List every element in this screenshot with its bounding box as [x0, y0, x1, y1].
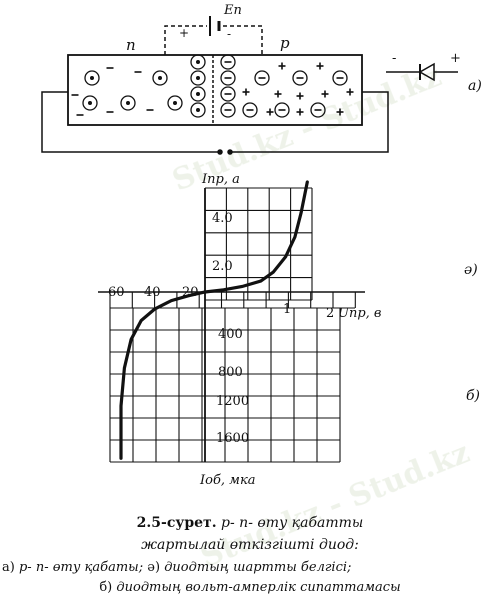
hole-carrier [266, 108, 274, 116]
battery-label: Eп [223, 3, 242, 18]
diode-minus-label: - [392, 51, 396, 66]
figure-title-line2: жартылай өткізгішті диод: [141, 537, 359, 553]
circuit-wire [41, 91, 218, 153]
switch-contact-right [227, 149, 233, 155]
figure-caption-title: 2.5-сурет. p- n- өту қабатты [0, 515, 500, 531]
donor-ion-carrier [190, 102, 206, 118]
hole-carrier [274, 90, 282, 98]
tick-label-20: 20 [182, 285, 199, 300]
acceptor-ion-carrier [292, 70, 308, 86]
semiconductor-block [67, 54, 363, 126]
caption-a-text: p- n- өту қабаты; [18, 560, 144, 575]
donor-ion-carrier [190, 54, 206, 70]
hole-carrier [278, 62, 286, 70]
chart-grid [98, 187, 365, 463]
diode-plus-label: + [450, 51, 461, 66]
vi-chart: Iпр, а 4.0 2.0 60 40 20 1 2 Uпр, в 400 8… [98, 172, 381, 488]
acceptor-ion-carrier [310, 102, 326, 118]
hole-carrier [316, 62, 324, 70]
tick-label-4: 4.0 [212, 211, 233, 226]
caption-b-prefix: б) [99, 580, 113, 595]
caption-item-b: б) диодтың вольт-амперлік сипаттамасы [0, 580, 500, 595]
tick-label-60: 60 [108, 285, 125, 300]
tick-label-40: 40 [144, 285, 161, 300]
donor-ion-carrier [82, 95, 98, 111]
tick-label-1200: 1200 [216, 394, 249, 409]
caption-ae-prefix: ә) [147, 560, 161, 575]
label-ae: ә) [464, 262, 478, 278]
watermark: Stud.kz - Stud.kz Stud.kz - Stud.kz [168, 59, 475, 575]
diode-symbol [386, 62, 458, 82]
donor-ion-carrier [120, 95, 136, 111]
acceptor-ion-carrier [332, 70, 348, 86]
acceptor-ion-carrier [220, 54, 236, 70]
hole-carrier [242, 88, 250, 96]
figure-number: 2.5-сурет. [136, 515, 217, 531]
acceptor-ion-carrier [220, 86, 236, 102]
acceptor-ion-carrier [220, 102, 236, 118]
n-region-label: n [126, 36, 136, 54]
vi-curve [119, 180, 309, 460]
hole-carrier [346, 88, 354, 96]
charge-carriers [71, 54, 354, 118]
caption-ae-text: диодтың шартты белгісі; [164, 560, 352, 575]
donor-ion-carrier [84, 70, 100, 86]
battery-plus-sign: + [179, 26, 189, 40]
caption-b-text: диодтың вольт-амперлік сипаттамасы [116, 580, 401, 595]
circuit-wire-right [232, 91, 389, 153]
battery-minus-sign: - [227, 27, 231, 41]
tick-label-800: 800 [218, 365, 243, 380]
hole-carrier [321, 90, 329, 98]
hole-carrier [336, 108, 344, 116]
acceptor-ion-carrier [220, 70, 236, 86]
donor-ion-carrier [190, 70, 206, 86]
x-axis-label-forward: Uпр, в [338, 306, 381, 321]
acceptor-ion-carrier [274, 102, 290, 118]
label-a: а) [468, 78, 482, 94]
y-axis-label-forward: Iпр, а [201, 172, 240, 187]
hole-carrier [296, 92, 304, 100]
donor-ion-carrier [190, 86, 206, 102]
caption-items-a-ae: а) p- n- өту қабаты; ә) диодтың шартты б… [2, 560, 498, 575]
tick-label-400: 400 [218, 327, 243, 342]
donor-ion-carrier [152, 70, 168, 86]
caption-a-prefix: а) [2, 560, 15, 575]
tick-label-2: 2.0 [212, 259, 233, 274]
battery-lead-right [223, 25, 263, 55]
tick-label-2v: 2 [326, 306, 334, 321]
label-b: б) [466, 388, 480, 404]
junction-labels: Eп n p + - [126, 3, 290, 54]
p-region-label: p [280, 34, 290, 52]
battery-lead-left [164, 25, 207, 55]
watermark-text-2: Stud.kz - Stud.kz [196, 435, 475, 575]
pn-junction [41, 16, 389, 155]
acceptor-ion-carrier [254, 70, 270, 86]
hole-carrier [296, 108, 304, 116]
tick-label-1600: 1600 [216, 431, 249, 446]
figure-title-line1: p- n- өту қабатты [221, 515, 364, 531]
tick-label-1: 1 [283, 302, 291, 317]
acceptor-ion-carrier [242, 102, 258, 118]
switch-contact-left [217, 149, 223, 155]
y-axis-label-reverse: Iоб, мка [199, 473, 255, 488]
donor-ion-carrier [167, 95, 183, 111]
